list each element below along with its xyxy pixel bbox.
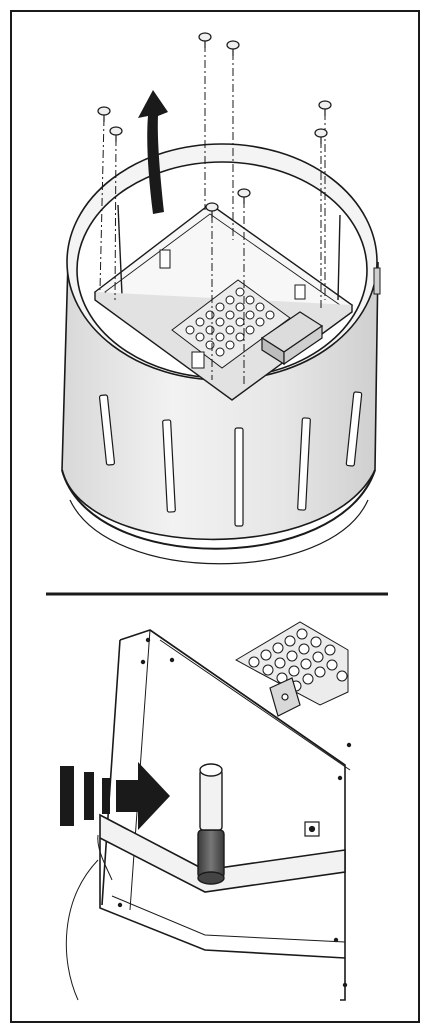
screw-icon — [315, 129, 327, 144]
screw-icon — [227, 41, 239, 56]
screw-icon — [319, 101, 331, 116]
screw-icon — [199, 33, 211, 48]
push-arrow-icon — [60, 762, 170, 830]
bottom-panel — [60, 622, 351, 1000]
side-latch — [374, 268, 380, 294]
screw-icon — [98, 107, 110, 122]
screw-icon — [110, 127, 122, 142]
mount-bracket — [270, 678, 319, 836]
plug-icon — [198, 764, 224, 884]
top-panel — [62, 33, 380, 564]
